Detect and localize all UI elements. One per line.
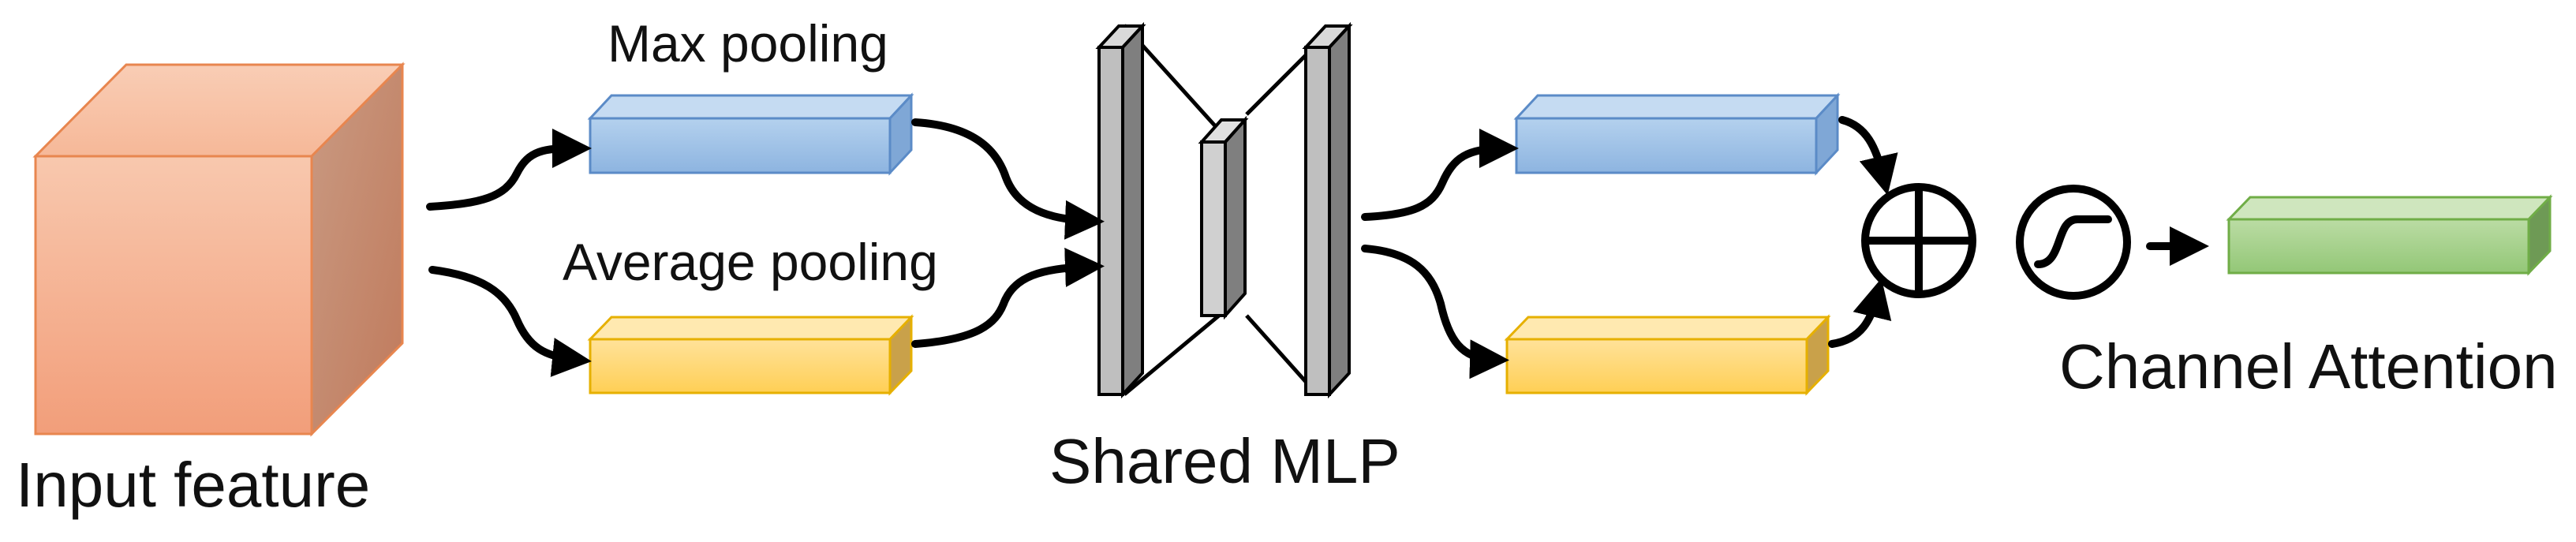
arrow-input-to-avg: [428, 266, 592, 377]
mlp-hidden-layer: [1198, 115, 1249, 320]
mlp-output-layer: [1302, 21, 1353, 399]
mlp-max-output-bar: [1513, 92, 1841, 176]
average-pooling-bar: [587, 314, 914, 396]
channel-attention-bar: [2226, 194, 2553, 276]
arrow-avg-to-mlp: [911, 248, 1105, 348]
average-pooling-label: Average pooling: [563, 233, 938, 291]
arrow-input-to-max: [426, 129, 592, 211]
mlp-avg-output-bar: [1504, 314, 1831, 396]
channel-attention-label: Channel Attention: [2059, 331, 2558, 402]
arrow-mlp-to-max-out: [1361, 129, 1519, 221]
arrow-avg-out-to-sum: [1828, 278, 1892, 348]
sigmoid-icon: [2016, 185, 2131, 300]
max-pooling-label: Max pooling: [608, 14, 888, 73]
mlp-input-layer: [1095, 21, 1146, 399]
shared-mlp-label: Shared MLP: [1049, 426, 1400, 496]
max-pooling-bar: [587, 92, 914, 176]
input-feature-cube: [32, 62, 406, 437]
sum-operator-icon: [1861, 183, 1976, 298]
flow-arrows: [426, 116, 2209, 379]
input-feature-label: Input feature: [16, 450, 370, 520]
arrow-max-to-mlp: [911, 118, 1105, 240]
arrow-mlp-to-avg-out: [1361, 245, 1509, 379]
input-cube-front: [34, 155, 313, 435]
shared-mlp: [1095, 21, 1353, 399]
arrow-max-out-to-sum: [1838, 116, 1898, 196]
